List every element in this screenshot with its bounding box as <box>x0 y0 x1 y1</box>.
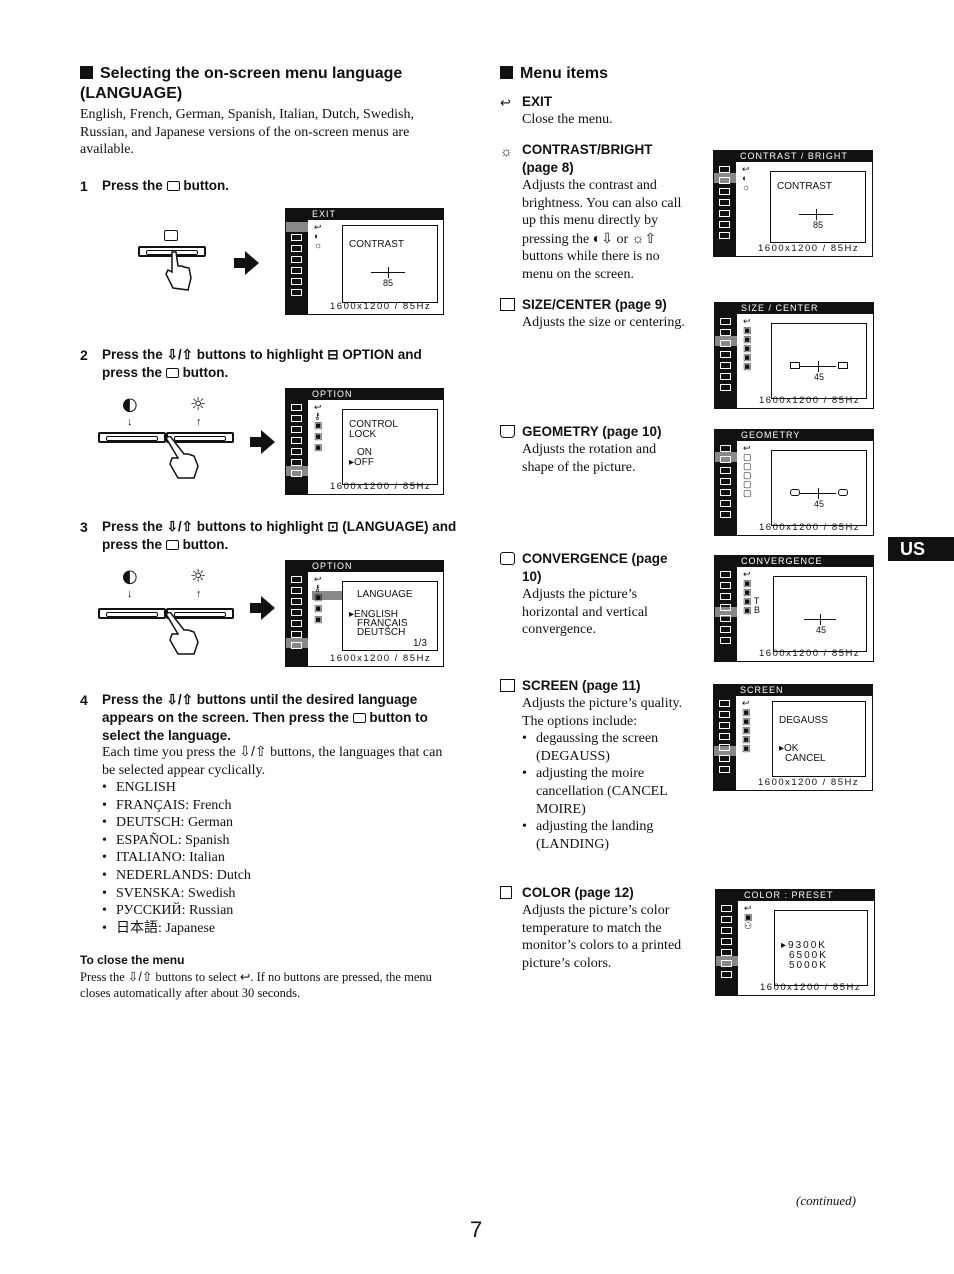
brightness-icon: ☼ <box>500 143 513 159</box>
continued-label: (continued) <box>796 1193 856 1208</box>
bullet-square-icon <box>80 66 93 79</box>
pointing-hand-icon <box>165 251 192 291</box>
contrast-bright-buttons-illustration-2: ◐ ☼ ↓ ↑ <box>98 566 238 656</box>
list-item: 日本語: Japanese <box>102 920 442 938</box>
menu-button-icon <box>165 368 179 378</box>
convergence-icon <box>500 552 515 565</box>
contrast-icon: ◐ <box>122 394 138 415</box>
menu-item-convergence: CONVERGENCE (page 10) Adjusts the pictur… <box>500 550 688 639</box>
language-intro: English, French, German, Spanish, Italia… <box>80 107 415 158</box>
up-arrow-icon: ↑ <box>196 416 202 428</box>
list-item: NEDERLANDS: Dutch <box>102 867 442 885</box>
size-center-icon <box>500 298 515 311</box>
language-tab-us: US <box>888 537 954 561</box>
osd-screen-screen: SCREEN ↩▣▣▣▣▣ DEGAUSS ▸OK CANCEL 1600x12… <box>713 684 873 791</box>
contrast-icon: ◐ <box>122 566 138 587</box>
osd-size-center-screen: SIZE / CENTER ↩▣▣▣▣▣ 45 1600x1200 / 85Hz <box>714 302 874 409</box>
contrast-button <box>98 432 166 443</box>
menu-item-contrast-bright: ☼ CONTRAST/BRIGHT (page 8) Adjusts the c… <box>500 142 682 282</box>
menu-item-screen: SCREEN (page 11) Adjusts the picture’s q… <box>500 677 688 853</box>
geometry-icon <box>500 425 515 438</box>
list-item: SVENSKA: Swedish <box>102 885 442 903</box>
brightness-up-icon: ☼⇧ <box>631 229 657 246</box>
color-icon <box>500 886 512 899</box>
screen-icon <box>500 679 515 692</box>
down-arrow-icon: ↓ <box>127 588 133 600</box>
pointing-hand-icon <box>164 436 199 479</box>
pointing-hand-icon <box>164 612 199 655</box>
menu-item-exit: ↩ EXIT Close the menu. <box>500 94 613 127</box>
osd-color-screen: COLOR : PRESET ↩▣⚇ ▸9300K 6500K 5000K 16… <box>715 889 875 996</box>
list-item: degaussing the screen (DEGAUSS) <box>522 730 688 765</box>
section-title-menu-items: Menu items <box>500 64 608 84</box>
step-4: 4 Press the ⇩/⇧ buttons until the desire… <box>80 692 428 743</box>
list-item: ENGLISH <box>102 779 442 797</box>
menu-button-icon <box>352 713 366 723</box>
page-number: 7 <box>470 1217 483 1242</box>
contrast-bright-buttons-illustration: ◐ ☼ ↓ ↑ <box>98 394 238 484</box>
down-up-arrows-icon: ⇩/⇧ <box>166 519 193 534</box>
section-title-language: Selecting the on-screen menu language (L… <box>80 65 403 102</box>
up-arrow-icon: ↑ <box>196 588 202 600</box>
osd-contrast-bright-screen: CONTRAST / BRIGHT ↩◐☼ CONTRAST 85 1600x1… <box>713 150 873 257</box>
close-menu-title: To close the menu <box>80 953 185 967</box>
osd-geometry-screen: GEOMETRY ↩▢▢▢▢▢ 45 1600x1200 / 85Hz <box>714 429 874 536</box>
contrast-button <box>98 608 166 619</box>
down-arrow-icon: ↓ <box>127 416 133 428</box>
list-item: РУССКИЙ: Russian <box>102 902 442 920</box>
step-3: 3 Press the ⇩/⇧ buttons to highlight ⊡ (… <box>80 519 457 552</box>
down-up-arrows-icon: ⇩/⇧ <box>166 692 193 707</box>
menu-item-size-center: SIZE/CENTER (page 9) Adjusts the size or… <box>500 296 688 332</box>
step-4-body: Each time you press the ⇩/⇧ buttons, the… <box>102 743 443 778</box>
list-item: ITALIANO: Italian <box>102 849 442 867</box>
exit-icon: ↩ <box>500 95 511 110</box>
menu-button-icon <box>164 230 178 241</box>
menu-button-icon <box>165 540 179 550</box>
option-icon: ⊟ <box>327 347 339 362</box>
list-item: adjusting the moire cancellation (CANCEL… <box>522 765 688 818</box>
down-up-arrows-icon: ⇩/⇧ <box>127 970 153 984</box>
menu-item-color: COLOR (page 12) Adjusts the picture’s co… <box>500 884 688 972</box>
step-2: 2 Press the ⇩/⇧ buttons to highlight ⊟ O… <box>80 347 422 380</box>
list-item: adjusting the landing (LANDING) <box>522 818 688 853</box>
osd-convergence-screen: CONVERGENCE ↩▣▣ ▣ T ▣ B 45 1600x1200 / 8… <box>714 555 874 662</box>
down-up-arrows-icon: ⇩/⇧ <box>166 347 193 362</box>
osd-option-language-screen: OPTION ↩⚷▣▣▣ LANGUAGE ▸ENGLISH FRANÇAIS … <box>285 560 444 667</box>
language-icon: ⊡ <box>327 519 339 534</box>
down-up-arrows-icon: ⇩/⇧ <box>239 743 267 759</box>
list-item: DEUTSCH: German <box>102 814 442 832</box>
brightness-icon: ☼ <box>190 566 207 587</box>
exit-icon: ↩ <box>239 970 251 984</box>
menu-button-press-illustration <box>138 226 208 296</box>
language-list: ENGLISH FRANÇAIS: French DEUTSCH: German… <box>102 779 442 937</box>
osd-exit-screen: EXIT ↩◐☼ CONTRAST 85 1600x1200 / 85Hz <box>285 208 444 315</box>
list-item: FRANÇAIS: French <box>102 797 442 815</box>
menu-item-geometry: GEOMETRY (page 10) Adjusts the rotation … <box>500 423 688 476</box>
osd-option-lock-screen: OPTION ↩⚷▣▣▣ CONTROL LOCK ON ▸OFF 1600x1… <box>285 388 444 495</box>
brightness-icon: ☼ <box>190 394 207 415</box>
bullet-square-icon <box>500 66 513 79</box>
step-1: 1 Press the button. <box>80 178 230 194</box>
list-item: ESPAÑOL: Spanish <box>102 832 442 850</box>
contrast-down-icon: ◐⇩ <box>592 229 613 246</box>
menu-button-icon <box>166 181 180 191</box>
close-menu-text: Press the ⇩/⇧ buttons to select ↩. If no… <box>80 970 432 1000</box>
